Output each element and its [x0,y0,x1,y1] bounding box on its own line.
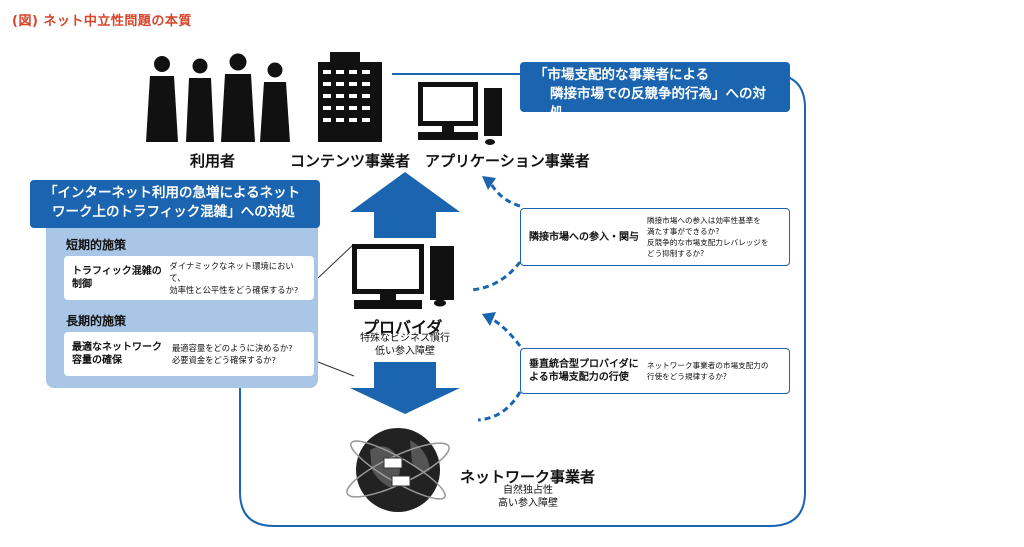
outline-frame [239,73,806,527]
network-char-2: 高い参入障壁 [498,498,558,509]
long-term-title-1: 最適なネットワーク [72,342,162,353]
vertical-integration-text: ネットワーク事業者の市場支配力の 行使をどう規律するか? [647,360,769,382]
adjacent-market-text-2: 満たす事ができるか? [647,227,720,236]
application-provider-label: アプリケーション事業者 [425,152,590,170]
down-arrow [350,362,460,414]
desktop-computer-icon [418,82,502,145]
provider-label: プロバイダ [363,318,443,337]
vertical-integration-title: 垂直統合型プロバイダに よる市場支配力の行使 [529,358,647,384]
dashed-arrow-2 [469,261,522,292]
globe-icon [346,428,450,512]
banner-market-dominance: 「市場支配的な事業者による 隣接市場での反競争的行為」への対処 [520,62,790,121]
long-term-text-2: 必要資金をどう確保するか? [172,355,276,365]
adjacent-market-text-3: 反競争的な市場支配力レバレッジを [647,238,769,247]
adjacent-market-text-1: 隣接市場への参入は効率性基準を [647,216,761,225]
banner-traffic-congestion: 「インターネット利用の急増によるネット ワーク上のトラフィック混雑」への対処 [30,180,320,228]
network-operator-label: ネットワーク事業者 [460,468,596,486]
banner-market-line2: 隣接市場での反競争的行為」への対処 [550,86,766,121]
adjacent-market-text: 隣接市場への参入は効率性基準を 満たす事ができるか? 反競争的な市場支配力レバレ… [647,215,769,259]
dashed-arrow-3 [489,316,522,347]
banner-market-line1: 「市場支配的な事業者による [534,67,710,83]
long-term-title: 最適なネットワーク 容量の確保 [72,341,172,367]
vertical-integration-title-1: 垂直統合型プロバイダに [529,359,639,370]
long-term-heading: 長期的施策 [66,314,127,328]
provider-char-2: 低い参入障壁 [375,346,435,357]
long-term-text: 最適容量をどのように決めるか? 必要資金をどう確保するか? [172,342,293,366]
long-term-card: 最適なネットワーク 容量の確保 最適容量をどのように決めるか? 必要資金をどう確… [64,332,314,376]
short-term-text-1: ダイナミックなネット環境において、 [169,261,294,283]
figure-title: (図) ネット中立性問題の本質 [12,14,192,29]
network-char-1: 自然独占性 [503,485,553,496]
vertical-integration-text-2: 行使をどう規律するか? [647,372,727,381]
provider-computer-icon [352,244,454,309]
short-term-text: ダイナミックなネット環境において、 効率性と公平性をどう確保するか? [169,260,306,296]
vertical-integration-title-2: よる市場支配力の行使 [529,372,629,383]
banner-congestion-line1: 「インターネット利用の急増によるネット [44,185,301,201]
adjacent-market-text-4: どう抑制するか? [647,249,705,258]
building-icon [318,52,382,142]
connector-line-lower [317,361,355,377]
long-term-text-1: 最適容量をどのように決めるか? [172,343,293,353]
users-icon [146,53,290,142]
users-label: 利用者 [190,152,236,170]
provider-char-1: 特殊なビジネス慣行 [360,333,450,344]
short-term-heading: 短期的施策 [66,238,127,252]
connector-line-upper [317,243,355,279]
vertical-integration-card: 垂直統合型プロバイダに よる市場支配力の行使 ネットワーク事業者の市場支配力の … [520,348,790,394]
up-arrow [350,172,460,238]
adjacent-market-title: 隣接市場への参入・関与 [529,231,639,243]
content-provider-label: コンテンツ事業者 [290,152,411,170]
vertical-integration-text-1: ネットワーク事業者の市場支配力の [647,361,769,370]
provider-characteristics: 特殊なビジネス慣行 低い参入障壁 [345,332,465,358]
short-term-text-2: 効率性と公平性をどう確保するか? [169,285,299,295]
long-term-title-2: 容量の確保 [72,355,122,366]
banner-congestion-line2: ワーク上のトラフィック混雑」への対処 [52,204,295,220]
short-term-title: トラフィック混雑の制御 [72,266,162,290]
short-term-card: トラフィック混雑の制御 ダイナミックなネット環境において、 効率性と公平性をどう… [64,256,314,300]
adjacent-market-card: 隣接市場への参入・関与 隣接市場への参入は効率性基準を 満たす事ができるか? 反… [520,208,790,266]
dashed-arrow-1 [488,181,521,208]
network-characteristics: 自然独占性 高い参入障壁 [488,484,568,510]
dashed-arrow-4 [477,391,522,422]
